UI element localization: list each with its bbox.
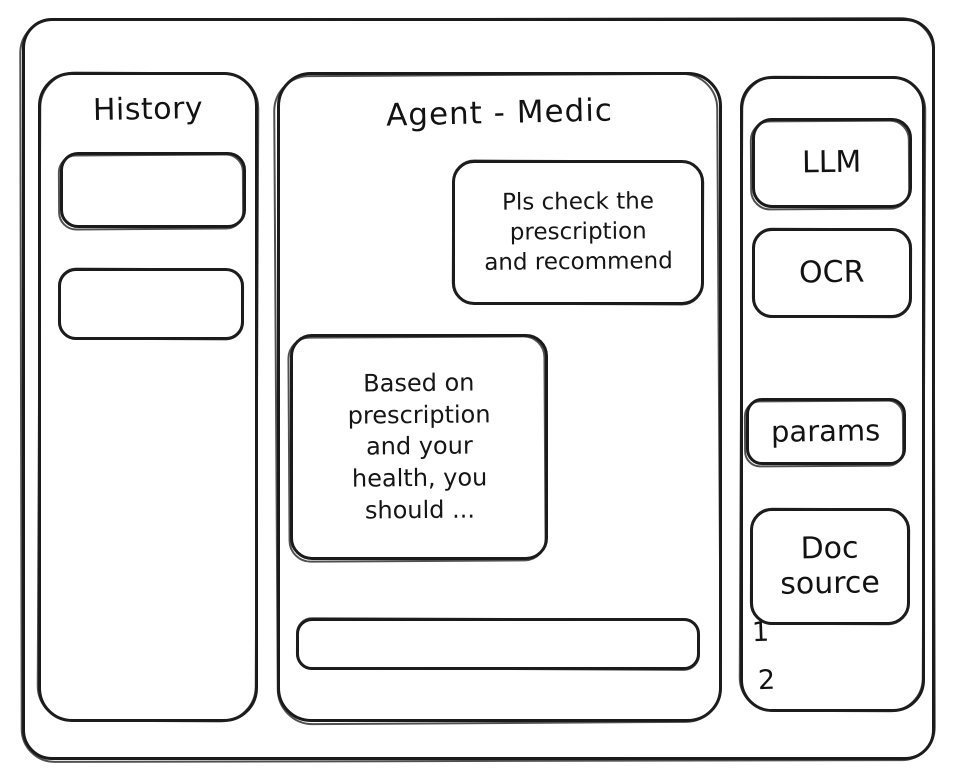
assistant-message-text: Based on prescription and your health, y… [347, 368, 491, 524]
message-composer-input[interactable] [296, 618, 700, 670]
tool-card-label: params [771, 413, 881, 450]
history-list-item[interactable] [60, 152, 246, 228]
agent-chat-panel [277, 72, 722, 722]
tool-card-params[interactable]: params [746, 398, 906, 465]
tool-card-llm[interactable]: LLM [752, 118, 912, 208]
tool-card-ocr[interactable]: OCR [752, 228, 912, 318]
history-panel-title: History [92, 90, 204, 129]
assistant-message-bubble: Based on prescription and your health, y… [290, 334, 548, 560]
doc-source-list-item[interactable]: 2 [757, 664, 776, 697]
tool-card-label: OCR [799, 254, 865, 291]
tool-card-doc-source[interactable]: Doc source [750, 508, 910, 625]
app-window-frame [22, 18, 935, 760]
tool-card-label: Doc source [780, 530, 881, 603]
user-message-text: Pls check the prescription and recommend [483, 187, 673, 276]
history-panel [38, 72, 258, 722]
tools-panel [740, 76, 925, 712]
user-message-bubble: Pls check the prescription and recommend [452, 160, 704, 305]
tool-card-label: LLM [802, 144, 862, 181]
history-list-item[interactable] [58, 268, 244, 340]
doc-source-list-item[interactable]: 1 [751, 616, 770, 649]
